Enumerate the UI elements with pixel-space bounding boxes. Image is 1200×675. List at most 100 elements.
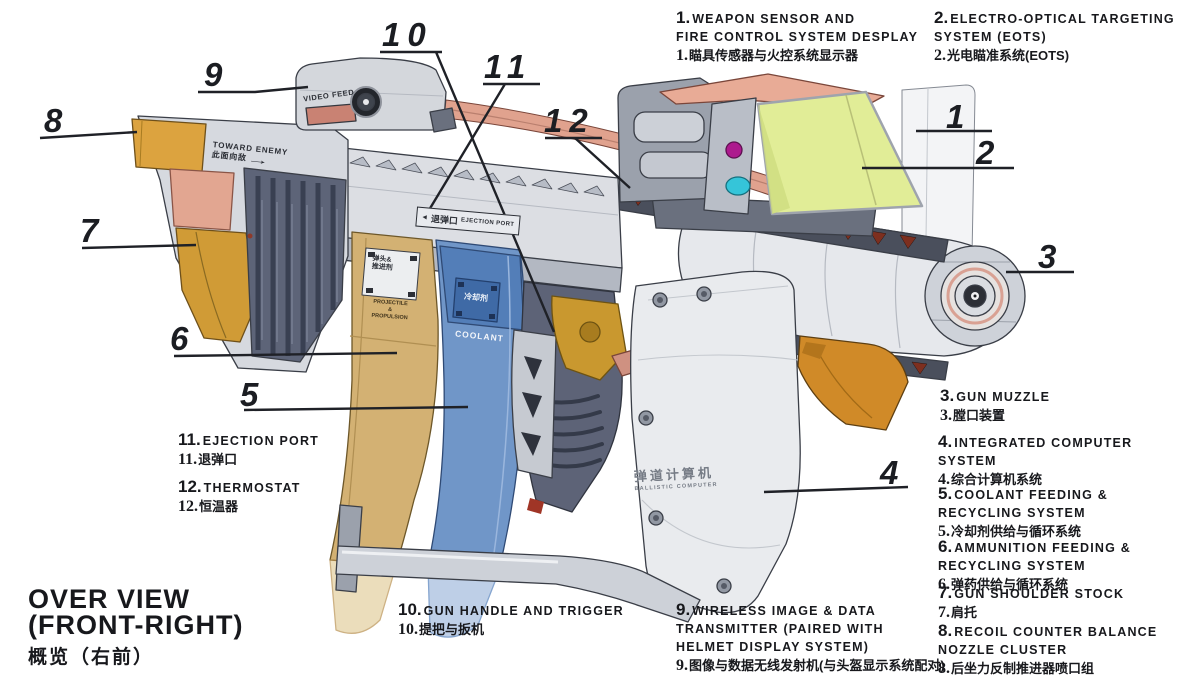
ammo-label-tile [361, 247, 421, 301]
leader-line-6 [173, 351, 398, 358]
ejection-port-zh: 退弹口 [430, 213, 459, 226]
legend-item-5: 5.COOLANT FEEDING & RECYCLING SYSTEM 5.冷… [938, 484, 1108, 541]
legend-zh: 2.光电瞄准系统(EOTS) [934, 46, 1070, 64]
legend-zh: 12.恒温器 [178, 497, 239, 515]
legend-zh: 1.瞄具传感器与火控系统显示器 [676, 46, 859, 64]
legend-item-1: 1.WEAPON SENSOR AND FIRE CONTROL SYSTEM … [676, 8, 918, 65]
legend-en: 10.GUN HANDLE AND TRIGGER [398, 600, 624, 619]
legend-zh: 11.退弹口 [178, 450, 238, 468]
nozzle-seam [139, 120, 143, 167]
legend-item-10: 10.GUN HANDLE AND TRIGGER 10.提把与扳机 [398, 600, 624, 639]
carry-handle [335, 504, 701, 623]
foregrip-notch [802, 342, 826, 359]
legend-en: 4.INTEGRATED COMPUTER SYSTEM [938, 432, 1133, 468]
stock-gold-lower [175, 227, 259, 343]
callout-5: 5 [240, 376, 261, 413]
legend-item-4: 4.INTEGRATED COMPUTER SYSTEM 4.综合计算机系统 [938, 432, 1132, 489]
leader-line-4 [763, 485, 909, 494]
leader-line-8 [39, 130, 138, 140]
leader-line-11 [418, 82, 540, 226]
ejection-port-en: EJECTION PORT [460, 217, 515, 229]
eots-frame-cutout-2 [639, 151, 713, 179]
legend-item-9: 9.WIRELESS IMAGE & DATA TRANSMITTER (PAI… [676, 600, 945, 675]
legend-zh: 10.提把与扳机 [398, 620, 485, 638]
ejection-arrow-icon: ◄ [420, 213, 429, 222]
coolant-magazine-fade [427, 565, 499, 638]
projectile-label-zh: 弹头& 推进剂 [371, 255, 393, 272]
callout-7: 7 [80, 212, 101, 249]
leader-lines [39, 50, 1074, 494]
legend-item-7: 7.GUN SHOULDER STOCK 7.肩托 [938, 583, 1124, 622]
callout-2: 2 [976, 134, 997, 171]
callout-9: 9 [204, 56, 225, 93]
cyan-sensor [725, 176, 751, 196]
ballistic-computer-module [630, 270, 801, 614]
leader-line-10 [380, 50, 556, 333]
legend-zh: 7.肩托 [938, 603, 978, 621]
callout-12: 12 [544, 102, 595, 139]
toward-enemy-arrow-icon: → [246, 151, 272, 168]
legend-en: 5.COOLANT FEEDING & RECYCLING SYSTEM [938, 484, 1108, 520]
legend-item-11: 11.EJECTION PORT 11.退弹口 [178, 430, 319, 469]
ammo-magazine [329, 231, 439, 634]
eots-frame-cutout-1 [633, 111, 705, 143]
projectile-label-en: PROJECTILE & PROPULSION [371, 298, 408, 321]
callout-4: 4 [880, 454, 901, 491]
magenta-sensor [725, 141, 743, 159]
eots-module [617, 73, 924, 237]
legend-zh: 6.弹药供给与循环系统 [938, 575, 1069, 593]
callout-8: 8 [44, 102, 65, 139]
title-en-line1: OVER VIEW [28, 584, 191, 614]
legend-zh: 9.图像与数据无线发射机(与头盔显示系统配对) [676, 656, 945, 674]
grip-trigger-group [511, 281, 649, 514]
callout-6: 6 [170, 320, 191, 357]
stock-rib-highlights [261, 200, 338, 344]
legend-en: 6.AMMUNITION FEEDING & RECYCLING SYSTEM [938, 537, 1131, 573]
stock-ribs [255, 176, 336, 356]
legend-en: 3.GUN MUZZLE [940, 386, 1051, 405]
title-en-line2: (FRONT-RIGHT) [28, 610, 244, 641]
callout-10: 10 [382, 16, 433, 53]
coolant-label-zh: 冷却剂 [463, 291, 489, 304]
legend-item-6: 6.AMMUNITION FEEDING & RECYCLING SYSTEM … [938, 537, 1131, 594]
grip-red-accent [527, 498, 544, 514]
stock-recoil-pad [169, 168, 235, 231]
legend-item-3: 3.GUN MUZZLE 3.膛口装置 [940, 386, 1050, 425]
legend-zh: 8.后坐力反制推进器喷口组 [938, 659, 1095, 675]
foregrip [797, 335, 909, 431]
legend-en: 12.THERMOSTAT [178, 477, 301, 496]
page-title: OVER VIEW (FRONT-RIGHT) 概览（右前） [28, 584, 244, 669]
ballistic-computer-label: 弹道计算机 BALLISTIC COMPUTER [633, 462, 718, 492]
legend-en: 11.EJECTION PORT [178, 430, 320, 449]
title-zh: 概览（右前） [28, 646, 155, 668]
video-window [305, 103, 357, 126]
eots-prism [756, 90, 924, 216]
leader-line-5 [243, 405, 469, 412]
callout-11: 11 [484, 48, 533, 85]
leader-line-9 [198, 85, 309, 94]
legend-en: 1.WEAPON SENSOR AND FIRE CONTROL SYSTEM … [676, 8, 919, 44]
coolant-label-tile [452, 277, 501, 323]
legend-zh: 4.综合计算机系统 [938, 470, 1043, 488]
video-connector [429, 107, 457, 133]
legend-en: 2.ELECTRO-OPTICAL TARGETING SYSTEM (EOTS… [934, 8, 1175, 44]
legend-item-12: 12.THERMOSTAT 12.恒温器 [178, 477, 301, 516]
legend-en: 9.WIRELESS IMAGE & DATA TRANSMITTER (PAI… [676, 600, 884, 654]
leader-line-7 [81, 243, 197, 250]
stock-red-dot [247, 233, 253, 239]
callout-1: 1 [946, 98, 967, 135]
video-transmitter-module [295, 57, 457, 133]
leader-line-12 [545, 136, 631, 189]
legend-zh: 3.膛口装置 [940, 406, 1006, 424]
legend-item-2: 2.ELECTRO-OPTICAL TARGETING SYSTEM (EOTS… [934, 8, 1175, 65]
legend-zh: 5.冷却剂供给与循环系统 [938, 522, 1082, 540]
legend-en: 7.GUN SHOULDER STOCK [938, 583, 1125, 602]
legend-en: 8.RECOIL COUNTER BALANCE NOZZLE CLUSTER [938, 621, 1158, 657]
gun-muzzle [924, 245, 1026, 347]
recoil-nozzle-tip [131, 118, 207, 173]
computer-bolts [638, 286, 732, 594]
legend-item-8: 8.RECOIL COUNTER BALANCE NOZZLE CLUSTER … [938, 621, 1157, 675]
gold-lower-seam [195, 231, 227, 339]
